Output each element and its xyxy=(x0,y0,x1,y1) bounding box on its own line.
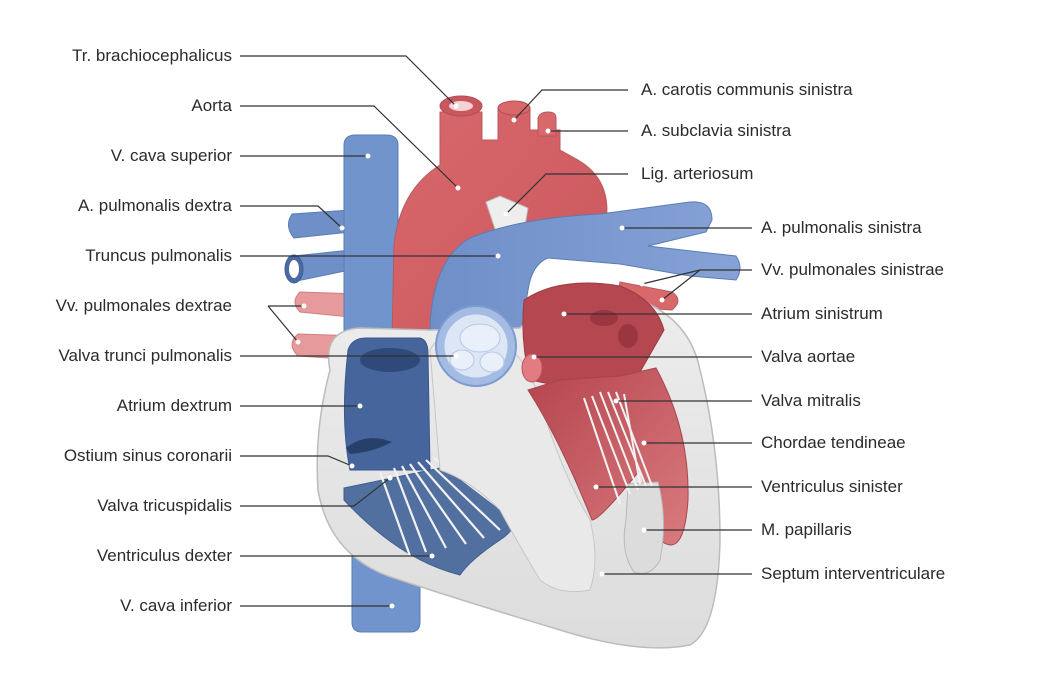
label-vv-pulmonales-dextrae: Vv. pulmonales dextrae xyxy=(55,296,232,315)
label-a-subclavia-sinistra: A. subclavia sinistra xyxy=(641,121,792,140)
valva-mitralis-shape xyxy=(583,391,653,505)
label-a-pulmonalis-dextra: A. pulmonalis dextra xyxy=(77,196,232,215)
label-septum-interventriculare: Septum interventriculare xyxy=(761,564,946,583)
label-ventriculus-dexter: Ventriculus dexter xyxy=(96,546,232,565)
label-aorta: Aorta xyxy=(191,96,232,115)
truncus-pulmonalis-shape xyxy=(429,201,741,341)
label-ostium-sinus-coronarii: Ostium sinus coronarii xyxy=(63,446,232,465)
label-lig-arteriosum: Lig. arteriosum xyxy=(641,164,754,183)
a-pulmonalis-dextra-shape xyxy=(284,209,351,284)
label-atrium-dextrum: Atrium dextrum xyxy=(116,396,232,415)
atrium-dextrum-inner xyxy=(360,348,420,372)
label-atrium-sinistrum: Atrium sinistrum xyxy=(761,304,883,323)
label-valva-trunci-pulmonalis: Valva trunci pulmonalis xyxy=(58,346,232,365)
label-a-carotis-communis-sinistra: A. carotis communis sinistra xyxy=(641,80,853,99)
label-v-cava-superior: V. cava superior xyxy=(110,146,232,165)
label-a-pulmonalis-sinistra: A. pulmonalis sinistra xyxy=(761,218,922,237)
valva-trunci-pulmonalis-shape xyxy=(435,305,517,387)
label-v-cava-inferior: V. cava inferior xyxy=(120,596,232,615)
leader-lines-right xyxy=(505,89,752,575)
v-cava-superior-shape xyxy=(343,134,399,336)
atrium-dextrum-shape xyxy=(343,337,431,471)
label-chordae-tendineae: Chordae tendineae xyxy=(761,433,906,452)
label-vv-pulmonales-sinistrae: Vv. pulmonales sinistrae xyxy=(761,260,944,279)
ostium-sinus-coronarii-shape xyxy=(346,438,392,454)
label-valva-aortae: Valva aortae xyxy=(761,347,856,366)
valva-aortae-shape xyxy=(521,353,543,383)
leader-lines-left xyxy=(240,55,498,607)
label-valva-tricuspidalis: Valva tricuspidalis xyxy=(97,496,232,515)
label-valva-mitralis: Valva mitralis xyxy=(761,391,861,410)
leader-dots xyxy=(295,103,665,609)
label-tr-brachiocephalicus: Tr. brachiocephalicus xyxy=(71,46,232,65)
label-m-papillaris: M. papillaris xyxy=(761,520,852,539)
label-truncus-pulmonalis: Truncus pulmonalis xyxy=(85,246,232,265)
label-ventriculus-sinister: Ventriculus sinister xyxy=(761,477,903,496)
